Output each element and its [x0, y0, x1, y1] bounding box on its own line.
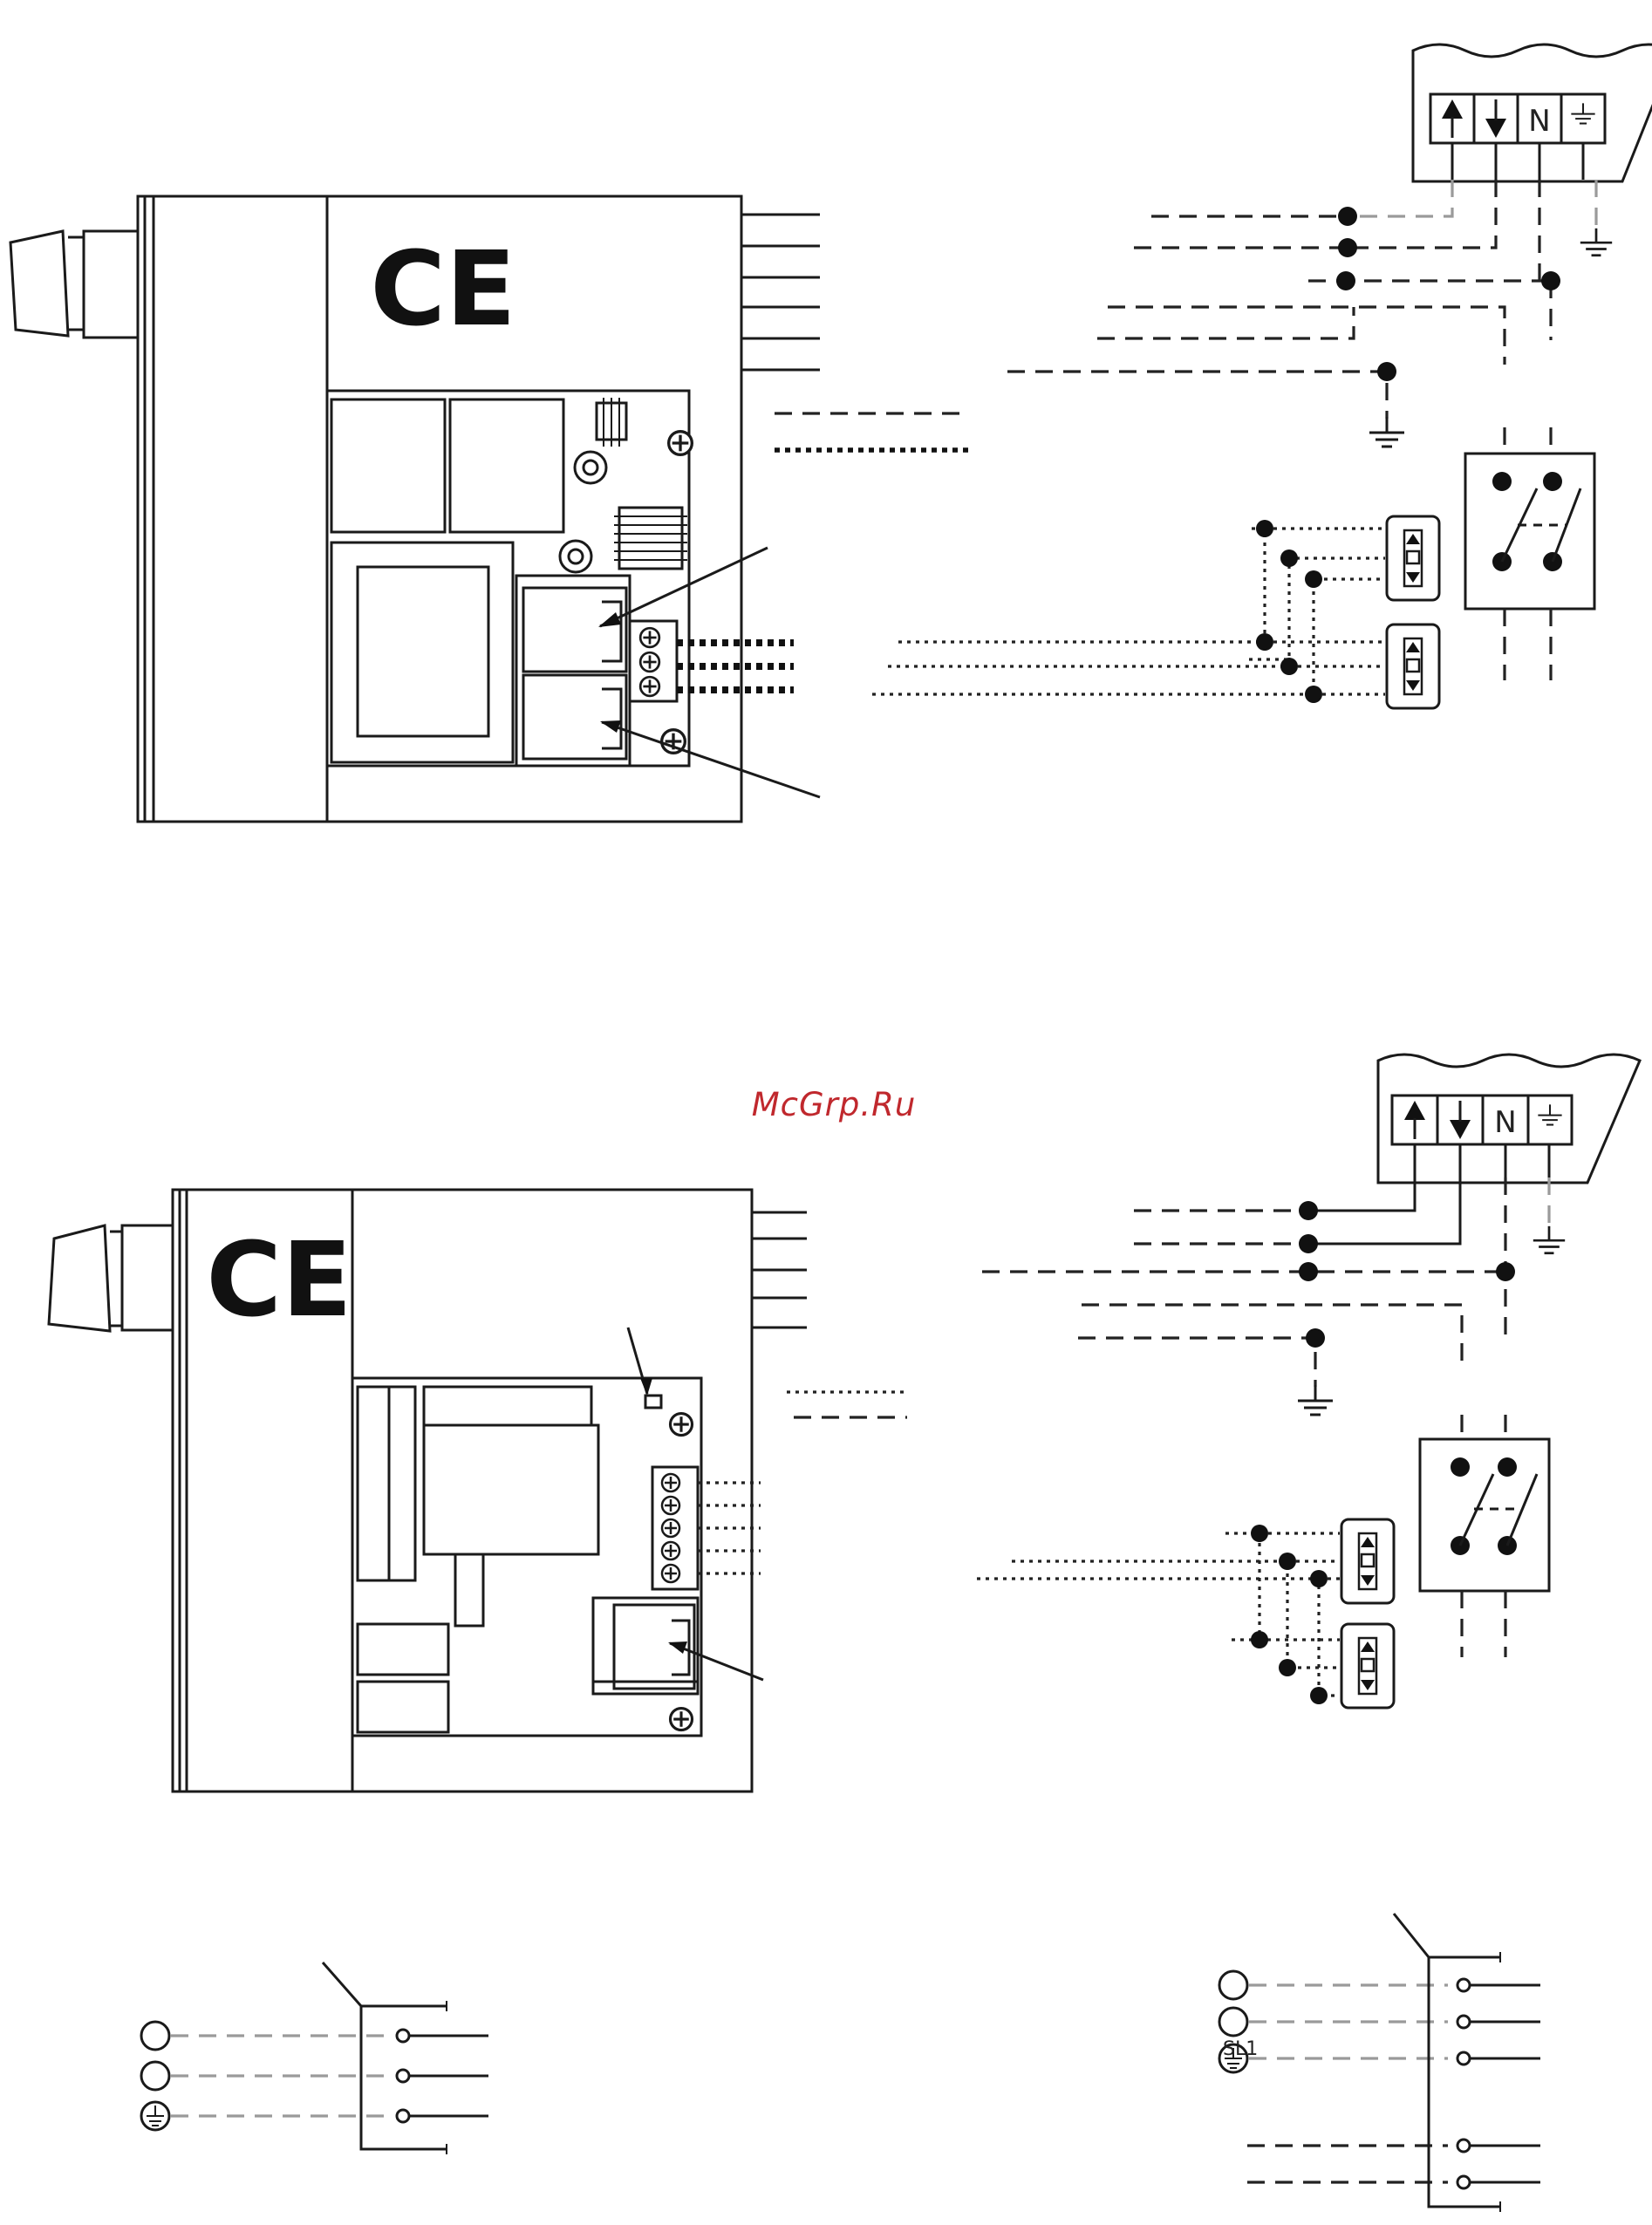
- isolator-contacts: [397, 2030, 488, 2122]
- field-wiring: [1007, 180, 1612, 447]
- neutral-label: N: [1494, 1105, 1516, 1140]
- motor-cable-gland: [10, 231, 138, 338]
- double-pole-switch-icon: [1420, 1415, 1549, 1657]
- ce-mark: CE: [370, 229, 515, 349]
- circuit-board: [327, 391, 692, 766]
- top-diagram: CE: [10, 44, 1652, 822]
- supply-terminal-block: N: [1413, 44, 1652, 181]
- double-pole-switch-icon: [1465, 427, 1594, 680]
- motor-cable-gland: [49, 1225, 173, 1331]
- earth-ground-icon: [141, 2102, 169, 2130]
- local-control-buttons: [977, 1519, 1394, 1708]
- terminal-pins: [752, 1212, 807, 1327]
- circuit-board: [352, 1378, 701, 1736]
- arrow-down-icon: [1485, 99, 1506, 138]
- earth-ground-icon: [1571, 103, 1594, 123]
- leader-lines: [598, 548, 820, 797]
- terminal-id-label: SL1: [1223, 2038, 1258, 2060]
- earth-ground-icon: [1538, 1104, 1561, 1124]
- local-control-buttons: [872, 516, 1439, 708]
- terminal-pins: [741, 215, 820, 370]
- isolator-detail-right: SL1: [1219, 1914, 1540, 2212]
- up-stop-down-button-icon: [1387, 625, 1439, 708]
- neutral-label: N: [1528, 104, 1550, 139]
- control-unit-housing: CE: [173, 1190, 807, 1792]
- line-type-legend: [775, 413, 968, 450]
- up-stop-down-button-icon: [1387, 516, 1439, 600]
- arrow-up-icon: [1404, 1101, 1425, 1139]
- line-type-legend: [787, 1392, 907, 1417]
- screw-terminal-icon: [669, 432, 693, 455]
- isolator-detail-left: [141, 1962, 488, 2154]
- arrow-down-icon: [1450, 1101, 1471, 1139]
- up-stop-down-button-icon: [1341, 1624, 1394, 1708]
- control-unit-housing: CE: [138, 196, 820, 822]
- isolator-contacts: [1457, 1979, 1540, 2188]
- arrow-up-icon: [1442, 99, 1463, 138]
- ce-mark: CE: [206, 1219, 352, 1340]
- up-stop-down-button-icon: [1341, 1519, 1394, 1603]
- field-wiring: [982, 1177, 1565, 1415]
- bottom-diagram: CE: [49, 1054, 1640, 1792]
- supply-terminal-block: N: [1378, 1054, 1640, 1183]
